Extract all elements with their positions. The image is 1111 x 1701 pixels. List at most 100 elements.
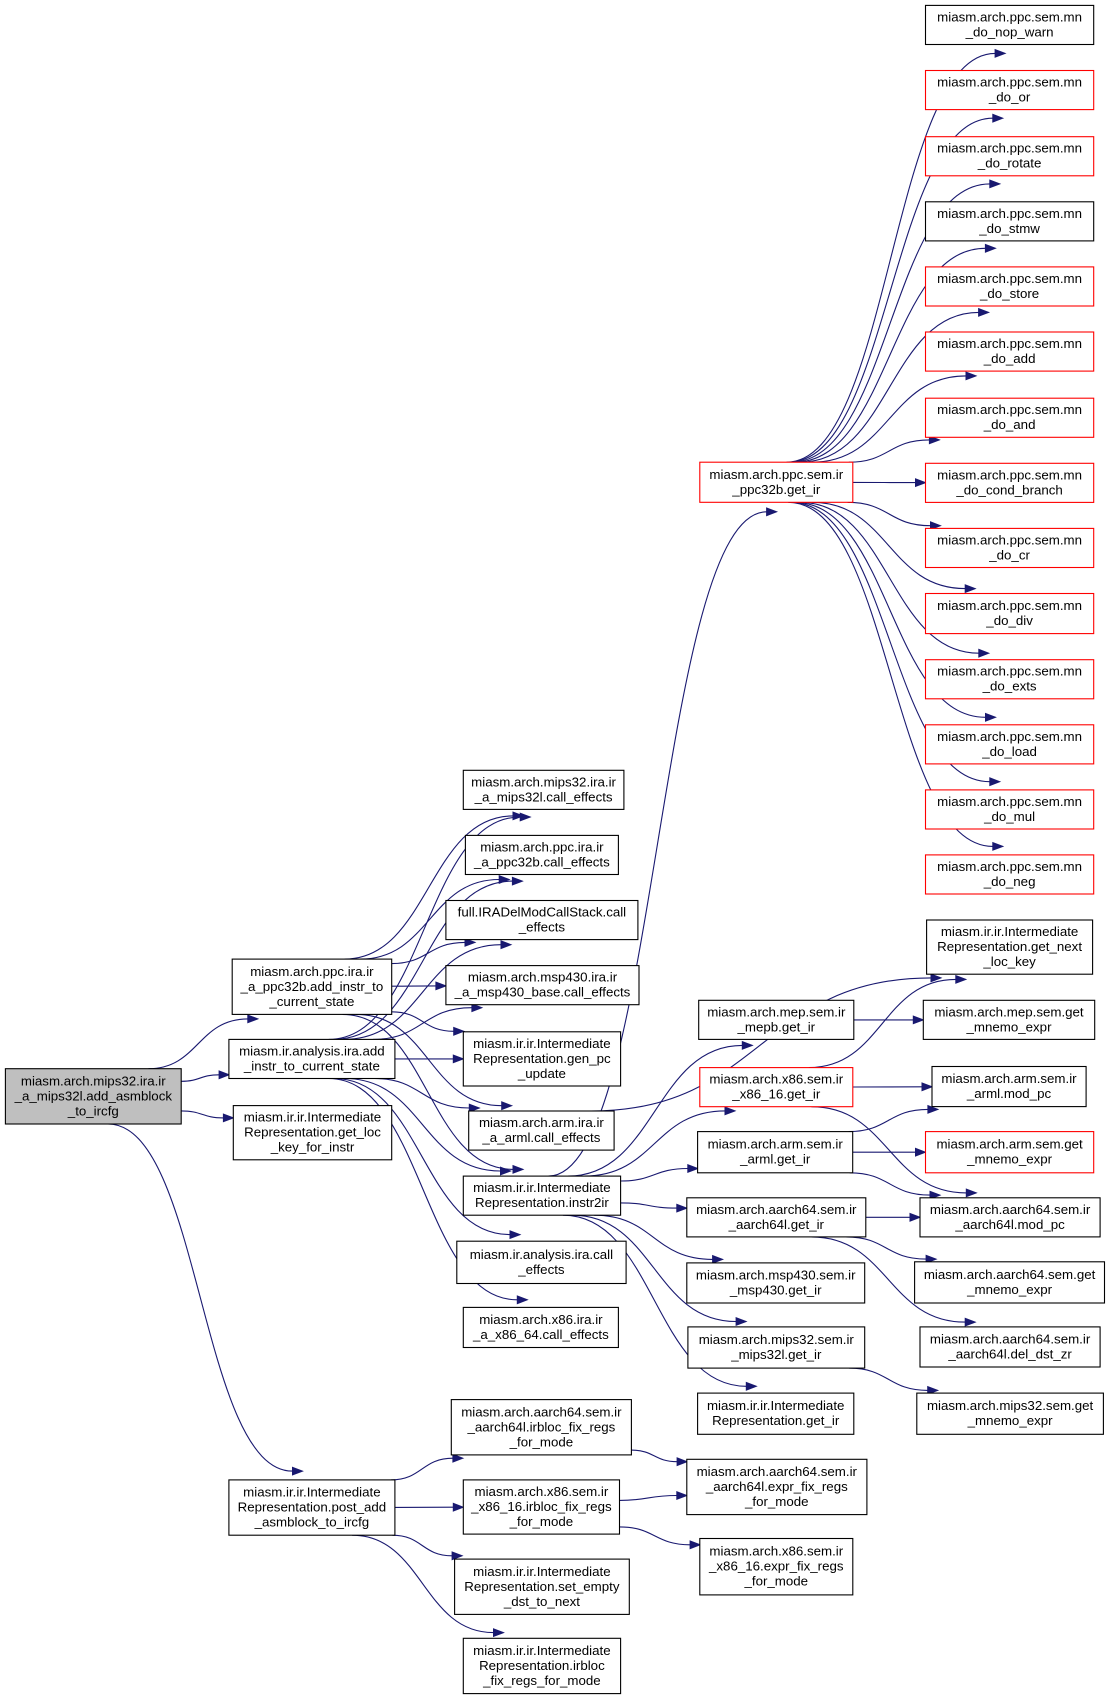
- node-label-line: _aarch64l.irbloc_fix_regs: [466, 1419, 615, 1434]
- node-label-line: _do_add: [983, 351, 1036, 366]
- node-label-line: _do_mul: [983, 809, 1035, 824]
- node-irbloc_fix[interactable]: miasm.ir.ir.IntermediateRepresentation.i…: [462, 1637, 622, 1695]
- node-mips_ce[interactable]: miasm.arch.mips32.ira.ir_a_mips32l.call_…: [462, 769, 625, 810]
- node-box: [686, 1262, 866, 1304]
- edge-line: [811, 501, 966, 590]
- node-mep_mnemo[interactable]: miasm.arch.mep.sem.get_mnemo_expr: [922, 999, 1096, 1040]
- node-aarch_mnemo[interactable]: miasm.arch.aarch64.sem.get_mnemo_expr: [914, 1261, 1106, 1304]
- node-x86_ce[interactable]: miasm.arch.x86.ira.ir_a_x86_64.call_effe…: [462, 1306, 619, 1349]
- node-label-line: _a_mips32l.add_asmblock: [14, 1088, 173, 1103]
- edge-line: [794, 501, 986, 718]
- node-label-line: miasm.arch.arm.ira.ir: [479, 1115, 604, 1130]
- node-aarch_irb[interactable]: miasm.arch.aarch64.sem.ir_aarch64l.irblo…: [450, 1399, 632, 1456]
- node-x86_expr[interactable]: miasm.arch.x86.sem.ir_x86_16.expr_fix_re…: [699, 1537, 854, 1596]
- edge-line: [790, 501, 990, 783]
- node-do_load[interactable]: miasm.arch.ppc.sem.mn_do_load: [924, 724, 1095, 765]
- node-genpc[interactable]: miasm.ir.ir.IntermediateRepresentation.g…: [462, 1031, 622, 1087]
- edge-root-to-postadd: [107, 1123, 304, 1476]
- edge-x86_getir-to-arm_modpc: [852, 1082, 934, 1092]
- node-label-line: miasm.arch.mips32.sem.ir: [699, 1332, 855, 1347]
- node-label-line: _aarch64l.mod_pc: [954, 1217, 1065, 1232]
- node-ppc_ce[interactable]: miasm.arch.ppc.ira.ir_a_ppc32b.call_effe…: [464, 834, 619, 876]
- node-box: [922, 999, 1096, 1040]
- node-box: [462, 1479, 621, 1535]
- node-label-line: miasm.arch.aarch64.sem.ir: [696, 1202, 857, 1217]
- node-ppc_add[interactable]: miasm.arch.ppc.ira.ir_a_ppc32b.add_instr…: [231, 958, 393, 1015]
- node-setempty[interactable]: miasm.ir.ir.IntermediateRepresentation.s…: [454, 1558, 630, 1615]
- node-box: [924, 1131, 1095, 1174]
- node-do_neg[interactable]: miasm.arch.ppc.sem.mn_do_neg: [924, 854, 1095, 895]
- node-ira_ce[interactable]: miasm.ir.analysis.ira.call_effects: [456, 1240, 627, 1285]
- node-label-line: miasm.ir.ir.Intermediate: [473, 1180, 610, 1195]
- node-x86_getir[interactable]: miasm.arch.x86.sem.ir_x86_16.get_ir: [699, 1067, 854, 1108]
- node-label-line: _do_and: [983, 417, 1036, 432]
- node-msp_getir[interactable]: miasm.arch.msp430.sem.ir_msp430.get_ir: [686, 1262, 866, 1304]
- node-label-line: miasm.arch.ppc.sem.mn: [937, 141, 1082, 156]
- node-aarch_del[interactable]: miasm.arch.aarch64.sem.ir_aarch64l.del_d…: [919, 1326, 1101, 1368]
- node-label-line: _a_x86_64.call_effects: [472, 1327, 609, 1342]
- node-box: [926, 919, 1094, 975]
- node-instr2ir[interactable]: miasm.ir.ir.IntermediateRepresentation.i…: [462, 1175, 622, 1216]
- node-do_exts[interactable]: miasm.arch.ppc.sem.mn_do_exts: [924, 659, 1095, 700]
- arrowhead: [464, 937, 477, 947]
- node-aarch_expr[interactable]: miasm.arch.aarch64.sem.ir_aarch64l.expr_…: [686, 1458, 868, 1516]
- node-getloc[interactable]: miasm.ir.ir.IntermediateRepresentation.g…: [232, 1105, 393, 1161]
- edge-aarch_getir-to-aarch_del: [811, 1236, 977, 1327]
- node-label-line: _arml.mod_pc: [966, 1086, 1052, 1101]
- node-mips_getir[interactable]: miasm.arch.mips32.sem.ir_mips32l.get_ir: [687, 1326, 866, 1369]
- node-getnext[interactable]: miasm.ir.ir.IntermediateRepresentation.g…: [926, 919, 1094, 975]
- node-do_stmw[interactable]: miasm.arch.ppc.sem.mn_do_stmw: [924, 201, 1095, 242]
- node-label-line: miasm.arch.aarch64.sem.ir: [461, 1404, 622, 1419]
- node-label-line: miasm.arch.mep.sem.get: [934, 1004, 1084, 1019]
- node-box: [914, 1261, 1106, 1304]
- edge-line: [790, 183, 990, 463]
- node-do_div[interactable]: miasm.arch.ppc.sem.mn_do_div: [924, 592, 1095, 635]
- edge-line: [107, 1123, 293, 1472]
- node-full_ce[interactable]: full.IRADelModCallStack.call_effects: [445, 899, 639, 941]
- node-arm_modpc[interactable]: miasm.arch.arm.sem.ir_arml.mod_pc: [931, 1065, 1087, 1108]
- node-do_mul[interactable]: miasm.arch.ppc.sem.mn_do_mul: [924, 789, 1095, 830]
- edge-line: [181, 1110, 224, 1119]
- node-aarch_modpc[interactable]: miasm.arch.aarch64.sem.ir_aarch64l.mod_p…: [919, 1197, 1101, 1238]
- node-do_or[interactable]: miasm.arch.ppc.sem.mn_do_or: [924, 69, 1095, 111]
- node-label-line: _mepb.get_ir: [736, 1019, 815, 1034]
- node-do_add[interactable]: miasm.arch.ppc.sem.mn_do_add: [924, 331, 1095, 372]
- edge-line: [848, 1108, 928, 1133]
- node-mips_mnemo[interactable]: miasm.arch.mips32.sem.get_mnemo_expr: [916, 1392, 1104, 1435]
- node-do_cr[interactable]: miasm.arch.ppc.sem.mn_do_cr: [924, 527, 1095, 569]
- node-do_rotate[interactable]: miasm.arch.ppc.sem.mn_do_rotate: [924, 136, 1095, 177]
- edge-ira_add-to-full_ce: [344, 940, 513, 1040]
- edge-ppc_getir-to-do_store: [800, 307, 991, 463]
- node-label-line: _do_or: [988, 90, 1031, 105]
- node-do_store[interactable]: miasm.arch.ppc.sem.mn_do_store: [924, 266, 1095, 307]
- node-root[interactable]: miasm.arch.mips32.ira.ir_a_mips32l.add_a…: [4, 1068, 182, 1125]
- node-do_cond[interactable]: miasm.arch.ppc.sem.mn_do_cond_branch: [924, 462, 1095, 503]
- node-arm_mnemo[interactable]: miasm.arch.arm.sem.get_mnemo_expr: [924, 1131, 1095, 1174]
- node-label-line: miasm.arch.ppc.sem.mn: [937, 664, 1082, 679]
- node-ira_add[interactable]: miasm.ir.analysis.ira.add_instr_to_curre…: [228, 1038, 396, 1080]
- node-ir_getir[interactable]: miasm.ir.ir.IntermediateRepresentation.g…: [697, 1392, 855, 1435]
- node-msp_ce[interactable]: miasm.arch.msp430.ira.ir_a_msp430_base.c…: [445, 965, 640, 1006]
- node-arm_getir[interactable]: miasm.arch.arm.sem.ir_arml.get_ir: [697, 1131, 854, 1174]
- edge-ppc_getir-to-do_cond: [852, 478, 927, 488]
- node-label-line: _x86_16.expr_fix_regs: [708, 1559, 844, 1574]
- node-x86_irb[interactable]: miasm.arch.x86.sem.ir_x86_16.irbloc_fix_…: [462, 1479, 621, 1535]
- node-label-line: miasm.arch.ppc.sem.mn: [937, 467, 1082, 482]
- node-label-line: miasm.arch.aarch64.sem.ir: [697, 1464, 858, 1479]
- node-aarch_getir[interactable]: miasm.arch.aarch64.sem.ir_aarch64l.get_i…: [686, 1197, 867, 1238]
- node-arm_ce[interactable]: miasm.arch.arm.ira.ir_a_arml.call_effect…: [468, 1110, 615, 1151]
- arrowhead: [676, 1490, 689, 1501]
- node-label-line: miasm.arch.arm.sem.ir: [941, 1071, 1077, 1086]
- node-postadd[interactable]: miasm.ir.ir.IntermediateRepresentation.p…: [228, 1479, 396, 1536]
- node-label-line: _update: [517, 1066, 566, 1081]
- arrowhead: [985, 712, 997, 722]
- edge-ira_add-to-x86_ce: [328, 1077, 529, 1305]
- node-label-line: miasm.arch.msp430.sem.ir: [696, 1268, 856, 1283]
- node-label-line: _x86_16.get_ir: [731, 1087, 821, 1102]
- edge-ppc_getir-to-do_and: [848, 435, 941, 463]
- arrowhead: [247, 1014, 260, 1024]
- node-do_and[interactable]: miasm.arch.ppc.sem.mn_do_and: [924, 397, 1095, 438]
- node-ppc_getir[interactable]: miasm.arch.ppc.sem.ir_ppc32b.get_ir: [699, 461, 854, 503]
- node-nop_warn[interactable]: miasm.arch.ppc.sem.mn_do_nop_warn: [924, 4, 1095, 46]
- node-mep_getir[interactable]: miasm.arch.mep.sem.ir_mepb.get_ir: [698, 999, 855, 1040]
